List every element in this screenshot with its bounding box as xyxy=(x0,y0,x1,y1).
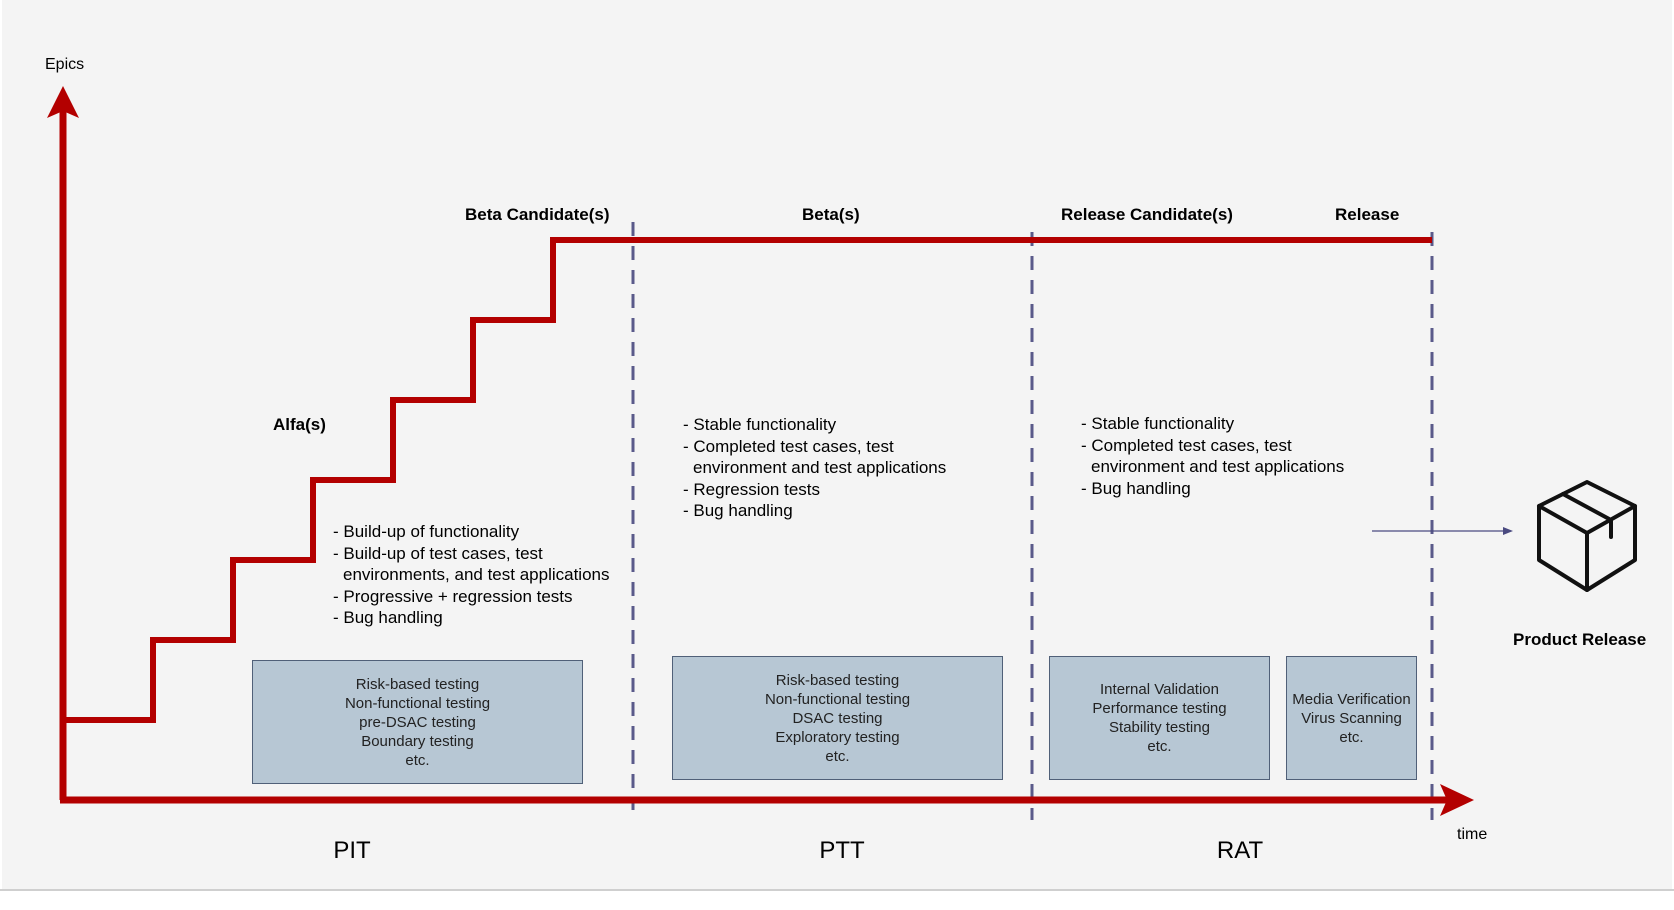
box-line: Exploratory testing xyxy=(775,728,900,746)
y-axis-arrowhead xyxy=(47,86,79,118)
box-line: etc. xyxy=(1339,728,1364,746)
ptt-test-types-box: Risk-based testing Non-functional testin… xyxy=(672,656,1003,780)
box-line: DSAC testing xyxy=(792,709,883,727)
epic-progression-staircase xyxy=(63,237,1432,723)
box-line: Stability testing xyxy=(1109,719,1210,736)
x-axis-label: time xyxy=(1457,826,1488,843)
phase-label-rat: RAT xyxy=(1216,837,1264,864)
package-box-icon xyxy=(1537,480,1637,592)
list-item: Progressive + regression tests xyxy=(333,586,610,608)
pit-activity-list: Build-up of functionality Build-up of te… xyxy=(333,521,610,629)
list-item: Bug handling xyxy=(1081,478,1344,500)
box-line: Virus Scanning xyxy=(1301,709,1402,727)
milestone-release-candidate: Release Candidate(s) xyxy=(1061,205,1233,224)
milestone-release: Release xyxy=(1335,205,1400,224)
list-item: Bug handling xyxy=(333,607,610,629)
box-line: Non-functional testing xyxy=(764,690,911,708)
ptt-activity-list: Stable functionality Completed test case… xyxy=(683,414,946,522)
x-axis-arrowhead xyxy=(1440,784,1474,816)
rat-media-tests-box: Media Verification Virus Scanning etc. xyxy=(1286,656,1417,780)
box-line: Non-functional testing xyxy=(344,694,491,712)
list-item: Completed test cases, test environment a… xyxy=(1081,435,1344,478)
box-line: etc. xyxy=(1147,738,1172,755)
box-line: Boundary testing xyxy=(361,732,474,750)
pit-test-types-box: Risk-based testing Non-functional testin… xyxy=(252,660,583,784)
list-item: Stable functionality xyxy=(1081,413,1344,435)
box-line: Performance testing xyxy=(1092,700,1227,717)
product-release-label: Product Release xyxy=(1513,630,1647,649)
list-item: Build-up of functionality xyxy=(333,521,610,543)
milestone-beta-candidate: Beta Candidate(s) xyxy=(465,205,610,224)
milestone-alfa: Alfa(s) xyxy=(273,415,326,434)
box-line: Risk-based testing xyxy=(775,671,900,689)
box-line: Internal Validation xyxy=(1100,681,1219,698)
box-line: etc. xyxy=(825,747,850,765)
list-item: Regression tests xyxy=(683,479,946,501)
box-line: pre-DSAC testing xyxy=(359,713,476,731)
release-connector-arrowhead xyxy=(1503,527,1513,535)
box-line: Media Verification xyxy=(1292,690,1411,708)
box-line: etc. xyxy=(405,751,430,769)
phase-label-pit: PIT xyxy=(333,837,371,864)
list-item: Stable functionality xyxy=(683,414,946,436)
rat-activity-list: Stable functionality Completed test case… xyxy=(1081,413,1344,499)
list-item: Build-up of test cases, test environment… xyxy=(333,543,610,586)
box-line: Risk-based testing xyxy=(355,675,480,693)
list-item: Completed test cases, test environment a… xyxy=(683,436,946,479)
list-item: Bug handling xyxy=(683,500,946,522)
milestone-beta: Beta(s) xyxy=(802,205,860,224)
rat-internal-tests-box: Internal Validation Performance testing … xyxy=(1049,656,1270,780)
y-axis-label: Epics xyxy=(45,56,85,73)
phase-label-ptt: PTT xyxy=(819,837,865,864)
